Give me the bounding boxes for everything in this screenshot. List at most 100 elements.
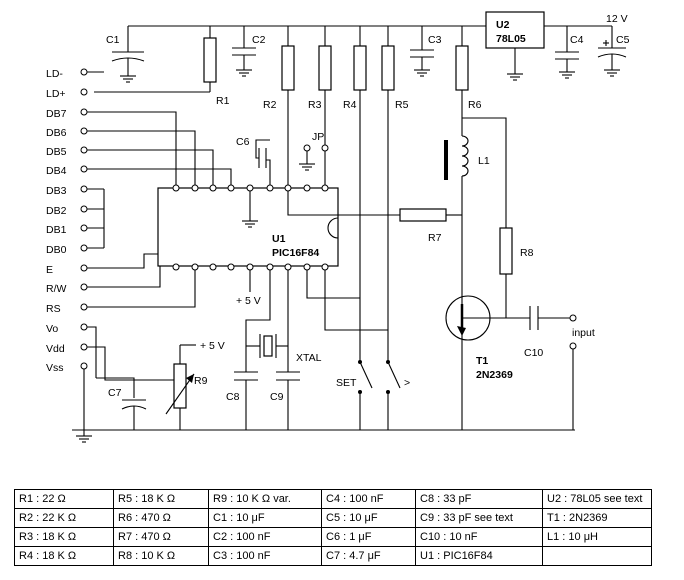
table-cell: R5 : 18 K Ω [113,489,209,509]
circuit-schematic: C1 R1 C2 R2 R3 R4 R5 C3 [46,11,630,443]
table-cell: C9 : 33 pF see text [415,508,543,528]
r1-label: R1 [216,95,230,107]
lcd-pin-db4: DB4 [46,165,67,177]
regulator-u2: U2 78L05 [485,11,545,81]
capacitor-c2: C2 [232,34,266,77]
xtal-label: XTAL [296,352,322,364]
table-row: R2 : 22 K Ω R6 : 470 Ω C1 : 10 μF C5 : 1… [14,508,652,528]
r8-label: R8 [520,247,534,259]
l1-label: L1 [478,155,490,167]
capacitor-c1: C1 [106,34,145,83]
c8-label: C8 [226,391,240,403]
table-cell: C10 : 10 nF [415,527,543,547]
lcd-pin-e: E [46,264,53,276]
table-row: R3 : 18 K Ω R7 : 470 Ω C2 : 100 nF C6 : … [14,527,652,547]
table-cell: R8 : 10 K Ω [113,546,209,566]
u1-part: PIC16F84 [272,247,319,259]
lcd-pin-rs: RS [46,303,61,315]
lcd-pin-vdd: Vdd [46,343,65,355]
table-row: R4 : 18 K Ω R8 : 10 K Ω C3 : 100 nF C7 :… [14,546,652,566]
resistor-r2: R2 [263,45,295,188]
parts-list-table: R1 : 22 Ω R5 : 18 K Ω R9 : 10 K Ω var. C… [14,489,652,566]
potentiometer-r9: + 5 V R9 [165,340,225,430]
table-cell [542,546,652,566]
u2-part: 78L05 [496,33,526,45]
plus5v-label-b: + 5 V [200,340,225,352]
jp-label: JP [312,131,324,143]
lcd-pin-db0: DB0 [46,244,67,256]
r6-label: R6 [468,99,482,111]
t1-ref: T1 [476,355,488,367]
lcd-pin-ld-plus: LD+ [46,88,66,100]
table-cell: C2 : 100 nF [208,527,322,547]
table-cell: C8 : 33 pF [415,489,543,509]
lcd-pin-rw: R/W [46,283,67,295]
capacitor-c3: C3 [410,34,442,77]
r4-label: R4 [343,99,357,111]
resistor-r1: R1 [94,37,230,107]
r7-label: R7 [428,232,442,244]
table-row: R1 : 22 Ω R5 : 18 K Ω R9 : 10 K Ω var. C… [14,489,652,509]
supply-12v-label: 12 V [606,13,628,25]
r5-label: R5 [395,99,409,111]
r2-label: R2 [263,99,277,111]
c6-label: C6 [236,136,250,148]
lcd-pin-db6: DB6 [46,127,67,139]
c3-label: C3 [428,34,442,46]
set-switch: SET [336,360,373,430]
resistor-r7: R7 [399,208,462,244]
set-label: SET [336,377,357,389]
u1-ref: U1 [272,233,286,245]
jumper-jp: JP [298,131,329,185]
lcd-pin-ld-minus: LD- [46,68,63,80]
capacitor-c7: C7 [96,377,147,430]
r3-label: R3 [308,99,322,111]
table-cell: R1 : 22 Ω [14,489,114,509]
table-cell: R3 : 18 K Ω [14,527,114,547]
capacitor-c4: C4 [555,34,584,79]
c1-label: C1 [106,34,120,46]
table-cell: C1 : 10 μF [208,508,322,528]
table-cell: U1 : PIC16F84 [415,546,543,566]
crystal-circuit: XTAL C8 C9 [226,270,322,430]
table-cell: R9 : 10 K Ω var. [208,489,322,509]
u2-ref: U2 [496,19,510,31]
c2-label: C2 [252,34,266,46]
c7-label: C7 [108,387,122,399]
arrow-switch: > [386,360,410,430]
c9-label: C9 [270,391,284,403]
lcd-pin-db7: DB7 [46,108,67,120]
input-terminals: input [569,314,595,430]
capacitor-c10: C10 [506,306,570,359]
table-cell: U2 : 78L05 see text [542,489,652,509]
table-cell: C7 : 4.7 μF [321,546,416,566]
lcd-data-wires [72,111,575,443]
arrow-label: > [404,377,410,389]
capacitor-c6: C6 [236,136,271,185]
lcd-pin-vo: Vo [46,323,58,335]
lcd-pin-db5: DB5 [46,146,67,158]
plus5v-label-a: + 5 V [236,295,261,307]
t1-part: 2N2369 [476,369,513,381]
r9-label: R9 [194,375,208,387]
table-cell: T1 : 2N2369 [542,508,652,528]
table-cell: C5 : 10 μF [321,508,416,528]
resistor-r8: R8 [486,227,534,319]
transistor-t1: T1 2N2369 [445,290,513,430]
resistor-r5: R5 [381,45,409,362]
table-cell: R6 : 470 Ω [113,508,209,528]
table-cell: C4 : 100 nF [321,489,416,509]
resistor-r6: R6 [455,45,482,118]
connector-pin-circles [80,68,88,370]
table-cell: R2 : 22 K Ω [14,508,114,528]
lcd-pin-vss: Vss [46,362,64,374]
lcd-pin-db3: DB3 [46,185,67,197]
inductor-l1: L1 [444,117,507,290]
resistor-r3: R3 [308,45,332,145]
lcd-connector: LD- LD+ DB7 DB6 DB5 DB4 DB3 DB2 DB1 DB0 … [46,68,67,374]
table-cell: R4 : 18 K Ω [14,546,114,566]
c5-label: C5 [616,34,630,46]
lcd-pin-db2: DB2 [46,205,67,217]
table-cell: C6 : 1 μF [321,527,416,547]
table-cell: R7 : 470 Ω [113,527,209,547]
